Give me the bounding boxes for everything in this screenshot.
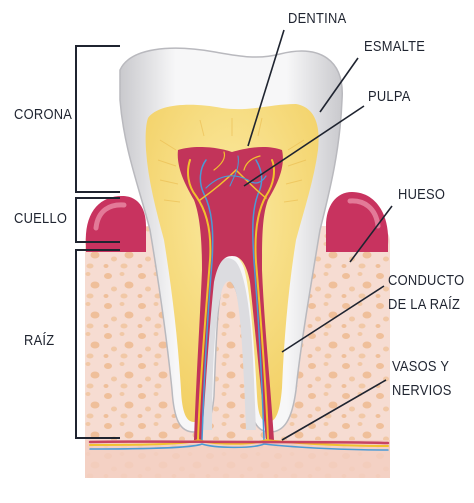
- label-conducto-line2: DE LA RAÍZ: [388, 296, 461, 313]
- label-cuello: CUELLO: [14, 210, 68, 227]
- leader-dentina: [247, 29, 285, 147]
- bracket-raiz: [75, 249, 120, 439]
- label-hueso: HUESO: [398, 186, 446, 203]
- leader-hueso: [349, 205, 393, 263]
- dentin-streaks: [157, 117, 307, 203]
- gum-left-highlight: [93, 202, 127, 231]
- bone-base-strip: [85, 440, 390, 478]
- pulp-chamber: [177, 146, 283, 440]
- label-conducto-line1: CONDUCTO: [388, 272, 465, 289]
- leader-vasos: [281, 379, 387, 441]
- bracket-corona: [75, 45, 120, 193]
- bracket-cuello: [75, 197, 120, 243]
- nerves-vessels: [88, 151, 390, 451]
- leader-lines: [243, 29, 393, 441]
- label-vasos-line1: VASOS Y: [392, 358, 450, 375]
- label-dentina: DENTINA: [288, 10, 347, 27]
- root-inner-enamel: [198, 258, 256, 430]
- label-raiz: RAÍZ: [24, 332, 55, 349]
- label-pulpa: PULPA: [368, 88, 411, 105]
- gum-left: [85, 196, 146, 252]
- label-corona: CORONA: [14, 106, 73, 123]
- gum-right-highlight: [347, 198, 381, 229]
- leader-pulpa: [243, 105, 365, 187]
- leader-conducto: [281, 285, 385, 353]
- region-brackets: [75, 45, 120, 439]
- label-esmalte: ESMALTE: [364, 38, 426, 55]
- leader-esmalte: [319, 57, 359, 113]
- label-vasos-line2: NERVIOS: [392, 382, 452, 399]
